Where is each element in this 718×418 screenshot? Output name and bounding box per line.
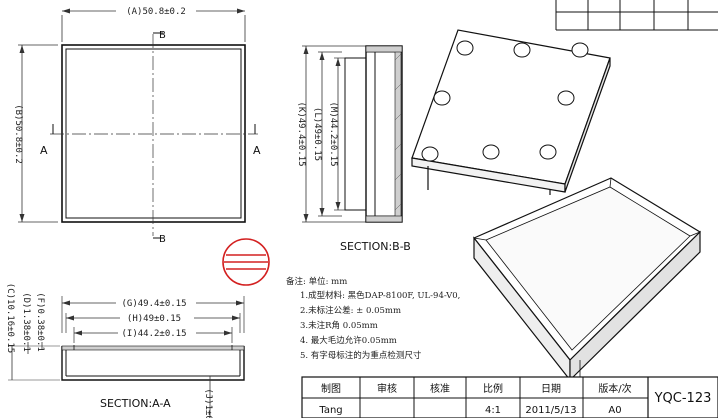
- title-header-approve: 核准: [430, 382, 450, 395]
- note-item-1: 1.成型材料: 黑色DAP-8100F, UL-94-V0,: [300, 290, 460, 301]
- section-bb-hatch: [394, 46, 402, 222]
- dim-f-label: (F)0.38±0.1: [35, 292, 45, 352]
- note-item-3: 3.未注R角 0.05mm: [300, 320, 378, 331]
- notes-header: 备注: 单位: mm: [286, 276, 347, 287]
- dim-g-label: (G)49.4±0.15: [121, 299, 186, 309]
- dim-l-label: (L)49±0.15: [312, 107, 322, 161]
- isometric-closed-lid: [411, 29, 611, 195]
- title-block: 制图 审核 核准 比例 日期 版本/次 Tang 4:1 2011/5/13 A…: [301, 376, 718, 418]
- section-bb-view: (K)49.4±0.15 (L)49±0.15 (M)44.2±0.15 SEC…: [296, 45, 411, 253]
- notes-block: 备注: 单位: mm 1.成型材料: 黑色DAP-8100F, UL-94-V0…: [286, 276, 460, 361]
- lid-hole-markers: [421, 40, 589, 162]
- title-header-scale: 比例: [483, 382, 503, 395]
- dim-b-label: (B)50.8±0.2: [13, 104, 23, 164]
- red-stamp: [222, 238, 270, 286]
- dim-m-label: (M)44.2±0.15: [328, 101, 338, 166]
- section-aa-view: (G)49.4±0.15 (H)49±0.15 (I)44.2±0.15 (C)…: [5, 283, 245, 418]
- section-a-left-letter: A: [40, 144, 48, 157]
- title-header-version: 版本/次: [598, 382, 631, 395]
- top-view: (A)50.8±0.2 (B)50.8±0.2 B B A A: [13, 4, 261, 245]
- title-value-version: A0: [608, 405, 621, 416]
- note-item-4: 4. 最大毛边允许0.05mm: [300, 335, 397, 346]
- isometric-open-tray: [473, 177, 701, 382]
- drawing-number: YQC-123: [654, 391, 712, 406]
- dim-k-label: (K)49.4±0.15: [296, 101, 306, 166]
- section-bb-caption: SECTION:B-B: [340, 240, 411, 253]
- section-aa-caption: SECTION:A-A: [100, 397, 171, 410]
- section-b-top-letter: B: [159, 30, 166, 41]
- note-item-5: 5. 有字母标注的为重点检测尺寸: [300, 350, 422, 361]
- title-header-review: 审核: [377, 382, 397, 395]
- top-view-outer-outline: [61, 44, 246, 223]
- dim-h-label: (H)49±0.15: [127, 314, 181, 324]
- title-value-drafter: Tang: [318, 405, 342, 416]
- section-b-bottom-letter: B: [159, 234, 166, 245]
- dim-j-label: (J)1±0.1: [203, 388, 213, 418]
- title-value-date: 2011/5/13: [525, 405, 576, 416]
- title-header-drafter: 制图: [321, 382, 341, 395]
- title-value-scale: 4:1: [485, 405, 501, 416]
- dim-d-label: (D)1.38±0.1: [21, 292, 31, 352]
- top-view-inner-outline: [65, 48, 242, 219]
- section-aa-hatch: [61, 345, 245, 351]
- section-a-right-letter: A: [253, 144, 261, 157]
- title-header-date: 日期: [541, 383, 561, 395]
- dim-c-label: (C)10.16±0.15: [5, 283, 15, 353]
- dim-a-label: (A)50.8±0.2: [126, 7, 186, 17]
- dim-i-label: (I)44.2±0.15: [121, 329, 186, 339]
- revision-table: [555, 0, 718, 31]
- note-item-2: 2.未标注公差: ± 0.05mm: [300, 305, 401, 316]
